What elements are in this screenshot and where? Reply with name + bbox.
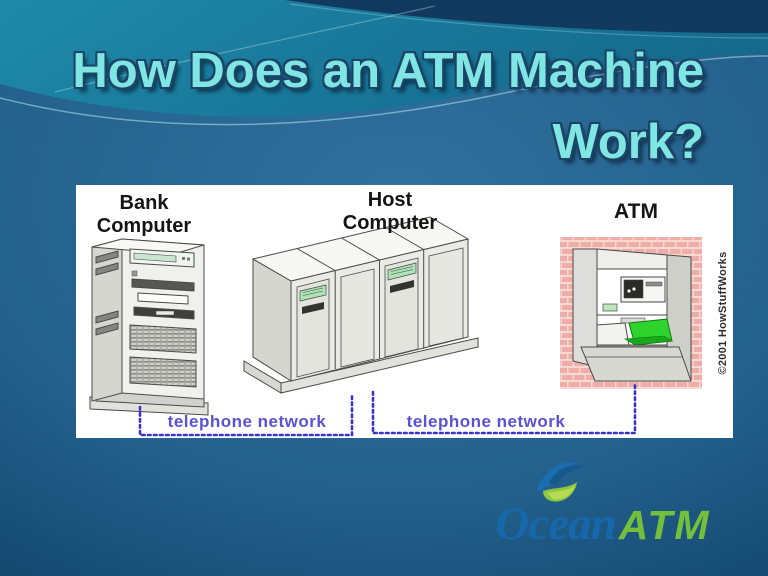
logo-word-ocean: Ocean — [495, 498, 616, 550]
telephone-network-label-left: telephone network — [167, 412, 327, 431]
atm-illustration — [560, 237, 702, 389]
host-computer-label: Host Computer — [329, 189, 451, 235]
logo-wordmark: OceanATM — [478, 497, 728, 551]
host-computer-illustration — [243, 216, 479, 394]
slide-title-line1: How Does an ATM Machine — [72, 44, 704, 98]
network-line-left — [138, 391, 354, 437]
atm-network-diagram: Bank Computer Host Computer ATM telephon… — [76, 185, 733, 438]
bank-computer-label: Bank Computer — [84, 192, 204, 238]
network-line-right — [371, 381, 637, 435]
host-label-line1: Host — [367, 189, 413, 211]
slide-title: How Does an ATM Machine Work? — [24, 36, 704, 178]
atm-label: ATM — [614, 200, 658, 223]
ocean-wave-leaf-icon — [537, 462, 584, 502]
telephone-network-label-right: telephone network — [406, 412, 566, 431]
bank-label-line2: Computer — [96, 215, 192, 237]
ocean-atm-logo: OceanATM — [478, 455, 728, 555]
logo-word-atm: ATM — [618, 502, 711, 548]
bank-label-line1: Bank — [119, 192, 169, 214]
bank-computer-illustration — [89, 238, 209, 416]
host-label-line2: Computer — [342, 212, 438, 234]
copyright-credit: ©2001 HowStuffWorks — [717, 251, 729, 375]
slide-title-line2: Work? — [552, 115, 704, 169]
diagram-illustrations — [89, 216, 702, 437]
